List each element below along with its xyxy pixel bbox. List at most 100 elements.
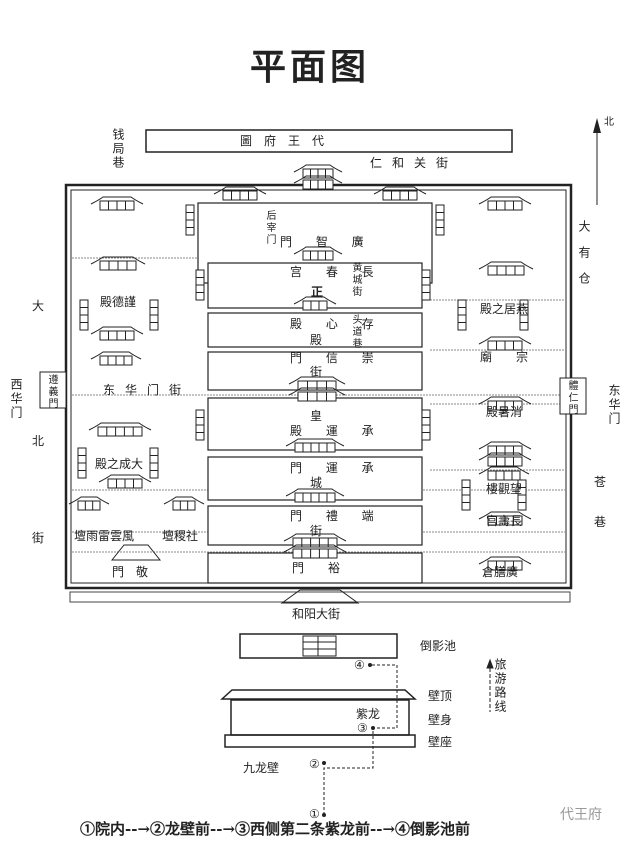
route-point: ③ <box>357 721 368 735</box>
building-label: 殿之成大 <box>95 457 144 471</box>
building-label: 廟 宗 <box>480 350 529 364</box>
wall-part-label: 壁身 <box>428 713 453 727</box>
side-hall-icon <box>435 204 445 236</box>
building-icon <box>293 246 343 261</box>
building-icon <box>163 496 205 511</box>
route-point: ① <box>309 807 320 821</box>
building-label: 街 <box>310 365 323 379</box>
dragon-label: 紫龙 <box>356 707 381 721</box>
building-icon <box>213 186 267 201</box>
building-icon <box>478 441 532 467</box>
side-hall-icon <box>519 299 529 331</box>
building-icon <box>285 488 345 503</box>
building-label: 城 <box>310 476 323 490</box>
street-label: 北 <box>32 434 45 448</box>
building-icon <box>283 533 347 559</box>
route-label: 旅游路线 <box>493 658 507 714</box>
side-hall-icon <box>517 479 527 511</box>
banner-text: 圖 府 王 代 <box>240 134 325 148</box>
building-icon <box>478 196 532 211</box>
building-label: 正 <box>311 285 324 299</box>
street-label: 街 <box>32 531 45 545</box>
west-gate <box>39 371 67 409</box>
building-icon <box>478 261 534 276</box>
side-hall-icon <box>195 409 205 441</box>
building-label: 后宰门 <box>264 210 275 246</box>
building-label: 倉膳廣 <box>482 565 519 579</box>
building-label: 門 裕 <box>292 561 341 575</box>
page-title: 平面图 <box>250 47 371 88</box>
side-hall-icon <box>457 299 467 331</box>
gate-label: 遵義門 <box>46 374 57 410</box>
gate-label: 體仁門 <box>566 380 577 416</box>
building-label: 殿之居燕 <box>480 302 529 316</box>
wall-body <box>230 699 410 736</box>
building-icon <box>373 186 427 201</box>
street-label: 苍 <box>594 475 607 489</box>
building-icon <box>478 336 532 351</box>
building-icon <box>293 296 337 311</box>
street-label: 大 <box>32 299 45 313</box>
route-legend: ①院内--→②龙壁前--→③西侧第二条紫龙前--→④倒影池前 <box>80 820 471 838</box>
building-icon <box>90 196 144 211</box>
building-icon <box>90 256 146 271</box>
side-hall-icon <box>421 269 431 301</box>
wall-label: 九龙壁 <box>243 761 280 775</box>
east-gate <box>559 377 587 415</box>
street-label: 东华门街 <box>103 383 192 397</box>
street-label: 头道巷 <box>350 314 361 350</box>
building-label: 樓觀望 <box>486 482 523 496</box>
wall-part-label: 壁顶 <box>428 689 453 703</box>
courtyard <box>207 312 423 348</box>
building-label: 殿 心 存 <box>290 317 384 331</box>
route-arrow-icon <box>486 658 494 712</box>
side-hall-icon <box>185 204 195 236</box>
pool-brick-icon <box>302 635 337 657</box>
north-label: 北 <box>604 117 614 128</box>
wall-part-label: 壁座 <box>428 735 453 749</box>
building-label: 街 <box>310 524 323 538</box>
south-steps-icon <box>280 589 360 604</box>
north-arrow-icon <box>593 118 601 205</box>
street-label: 黄城街 <box>350 262 361 298</box>
gate-roof-icon <box>110 544 162 561</box>
building-label: 殿 運 承 <box>290 424 384 438</box>
building-label: 殿德謹 <box>100 295 137 309</box>
side-hall-icon <box>461 479 471 511</box>
building-label: 皇 <box>310 409 323 423</box>
building-icon <box>285 438 345 453</box>
street-label: 巷 <box>594 515 607 529</box>
route-point: ④ <box>354 658 365 672</box>
building-icon <box>68 496 110 511</box>
building-icon <box>293 164 343 190</box>
side-hall-icon <box>421 409 431 441</box>
side-hall-icon <box>79 299 89 331</box>
pool-label: 倒影池 <box>420 639 457 653</box>
street-label: 东华门 <box>607 384 621 426</box>
building-icon <box>478 556 532 571</box>
street-label: 钱局巷 <box>111 128 125 170</box>
street-label: 大有仓 <box>577 220 591 298</box>
building-icon <box>90 326 144 341</box>
building-label: 門 智 廣 <box>280 235 374 249</box>
building-label: 宫壽長 <box>486 514 523 528</box>
wall-base <box>224 734 416 748</box>
building-icon <box>478 511 532 526</box>
building-label: 門 運 承 <box>290 461 384 475</box>
building-icon <box>90 351 142 366</box>
side-hall-icon <box>195 269 205 301</box>
route-point: ② <box>309 757 320 771</box>
building-label: 殿 <box>310 333 323 347</box>
building-icon <box>478 466 530 481</box>
building-label: 殿暑消 <box>486 405 523 419</box>
side-hall-icon <box>77 447 87 479</box>
building-icon <box>288 376 346 402</box>
building-icon <box>98 474 152 489</box>
south-platform <box>69 591 571 603</box>
street-label: 西华门 <box>9 378 23 420</box>
tour-route <box>323 664 398 815</box>
building-label: 壇稷社 <box>162 529 199 543</box>
banner-box <box>145 129 513 153</box>
